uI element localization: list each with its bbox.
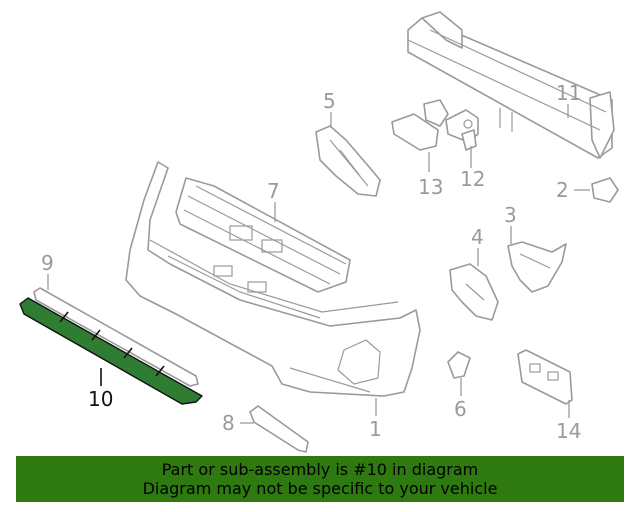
callout-9: 9 bbox=[41, 251, 54, 275]
callout-5: 5 bbox=[323, 89, 336, 113]
callout-8: 8 bbox=[222, 411, 235, 435]
part-6-mount bbox=[447, 351, 471, 379]
part-3-corner-bracket bbox=[507, 241, 567, 293]
part-5-side-bracket bbox=[315, 125, 381, 197]
callout-14: 14 bbox=[556, 419, 581, 443]
callout-13: 13 bbox=[418, 175, 443, 199]
callout-2: 2 bbox=[556, 178, 569, 202]
callout-4: 4 bbox=[471, 225, 484, 249]
callout-labels: 5 11 13 12 2 3 7 4 9 1 6 14 8 10 bbox=[41, 81, 581, 443]
callout-3: 3 bbox=[504, 203, 517, 227]
callout-7: 7 bbox=[267, 179, 280, 203]
part-9-molding-strip bbox=[33, 287, 199, 387]
callout-11: 11 bbox=[556, 81, 581, 105]
banner-line-1: Part or sub-assembly is #10 in diagram bbox=[161, 460, 479, 479]
part-14-plate-bracket bbox=[517, 349, 573, 405]
callout-12: 12 bbox=[460, 167, 485, 191]
part-4-lamp-bracket bbox=[449, 263, 499, 321]
callout-6: 6 bbox=[454, 397, 467, 421]
callout-10: 10 bbox=[88, 387, 113, 411]
part-12-bracket bbox=[445, 109, 479, 151]
part-13-bracket bbox=[391, 99, 449, 151]
leader-lines bbox=[47, 104, 590, 424]
part-11-reinforcement-beam bbox=[407, 11, 615, 159]
callout-1: 1 bbox=[369, 417, 382, 441]
part-2-clip bbox=[591, 177, 619, 203]
parts-diagram: 5 11 13 12 2 3 7 4 9 1 6 14 8 10 bbox=[19, 11, 619, 453]
part-7-grille-panel bbox=[175, 177, 351, 293]
part-1-bumper-cover bbox=[125, 161, 421, 397]
banner-line-2: Diagram may not be specific to your vehi… bbox=[142, 479, 498, 498]
info-banner: Part or sub-assembly is #10 in diagram D… bbox=[16, 456, 624, 502]
part-10-lower-spoiler-highlighted bbox=[19, 297, 203, 405]
part-8-lower-trim bbox=[249, 405, 309, 453]
